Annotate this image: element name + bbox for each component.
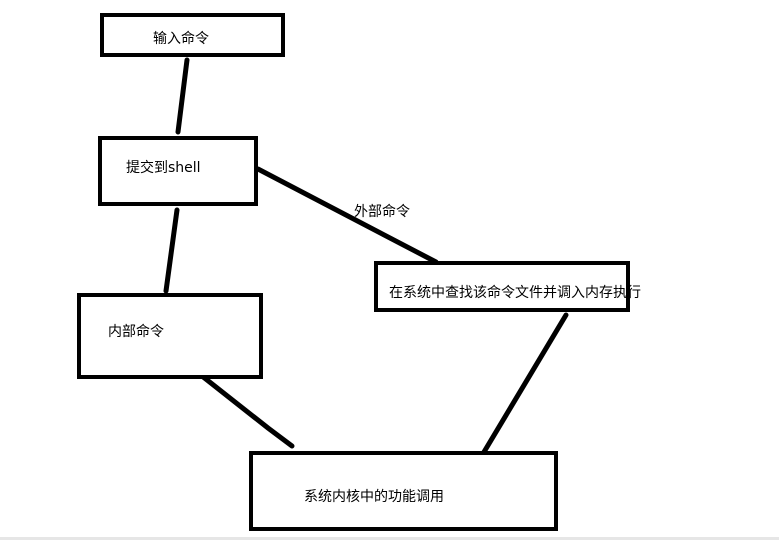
node-find-load-exec bbox=[374, 261, 630, 312]
bottom-divider bbox=[0, 537, 779, 540]
edge-external-command-label: 外部命令 bbox=[354, 204, 410, 220]
edge-shell-to-internal bbox=[163, 207, 180, 294]
node-kernel-call-label: 系统内核中的功能调用 bbox=[304, 489, 444, 505]
node-find-load-exec-label: 在系统中查找该命令文件并调入内存执行 bbox=[389, 285, 641, 301]
edge-input-to-shell bbox=[175, 57, 190, 135]
node-kernel-call bbox=[249, 451, 558, 531]
node-submit-shell-label: 提交到shell bbox=[126, 160, 201, 176]
edge-shell-to-external bbox=[255, 166, 439, 265]
edge-internal-to-kernel bbox=[199, 373, 295, 449]
node-internal-command-label: 内部命令 bbox=[108, 324, 164, 340]
node-input-command bbox=[100, 13, 285, 57]
edge-find-to-kernel bbox=[481, 312, 569, 455]
node-internal-command bbox=[77, 293, 263, 379]
node-submit-shell bbox=[98, 136, 258, 206]
node-input-command-label: 输入命令 bbox=[153, 31, 209, 47]
